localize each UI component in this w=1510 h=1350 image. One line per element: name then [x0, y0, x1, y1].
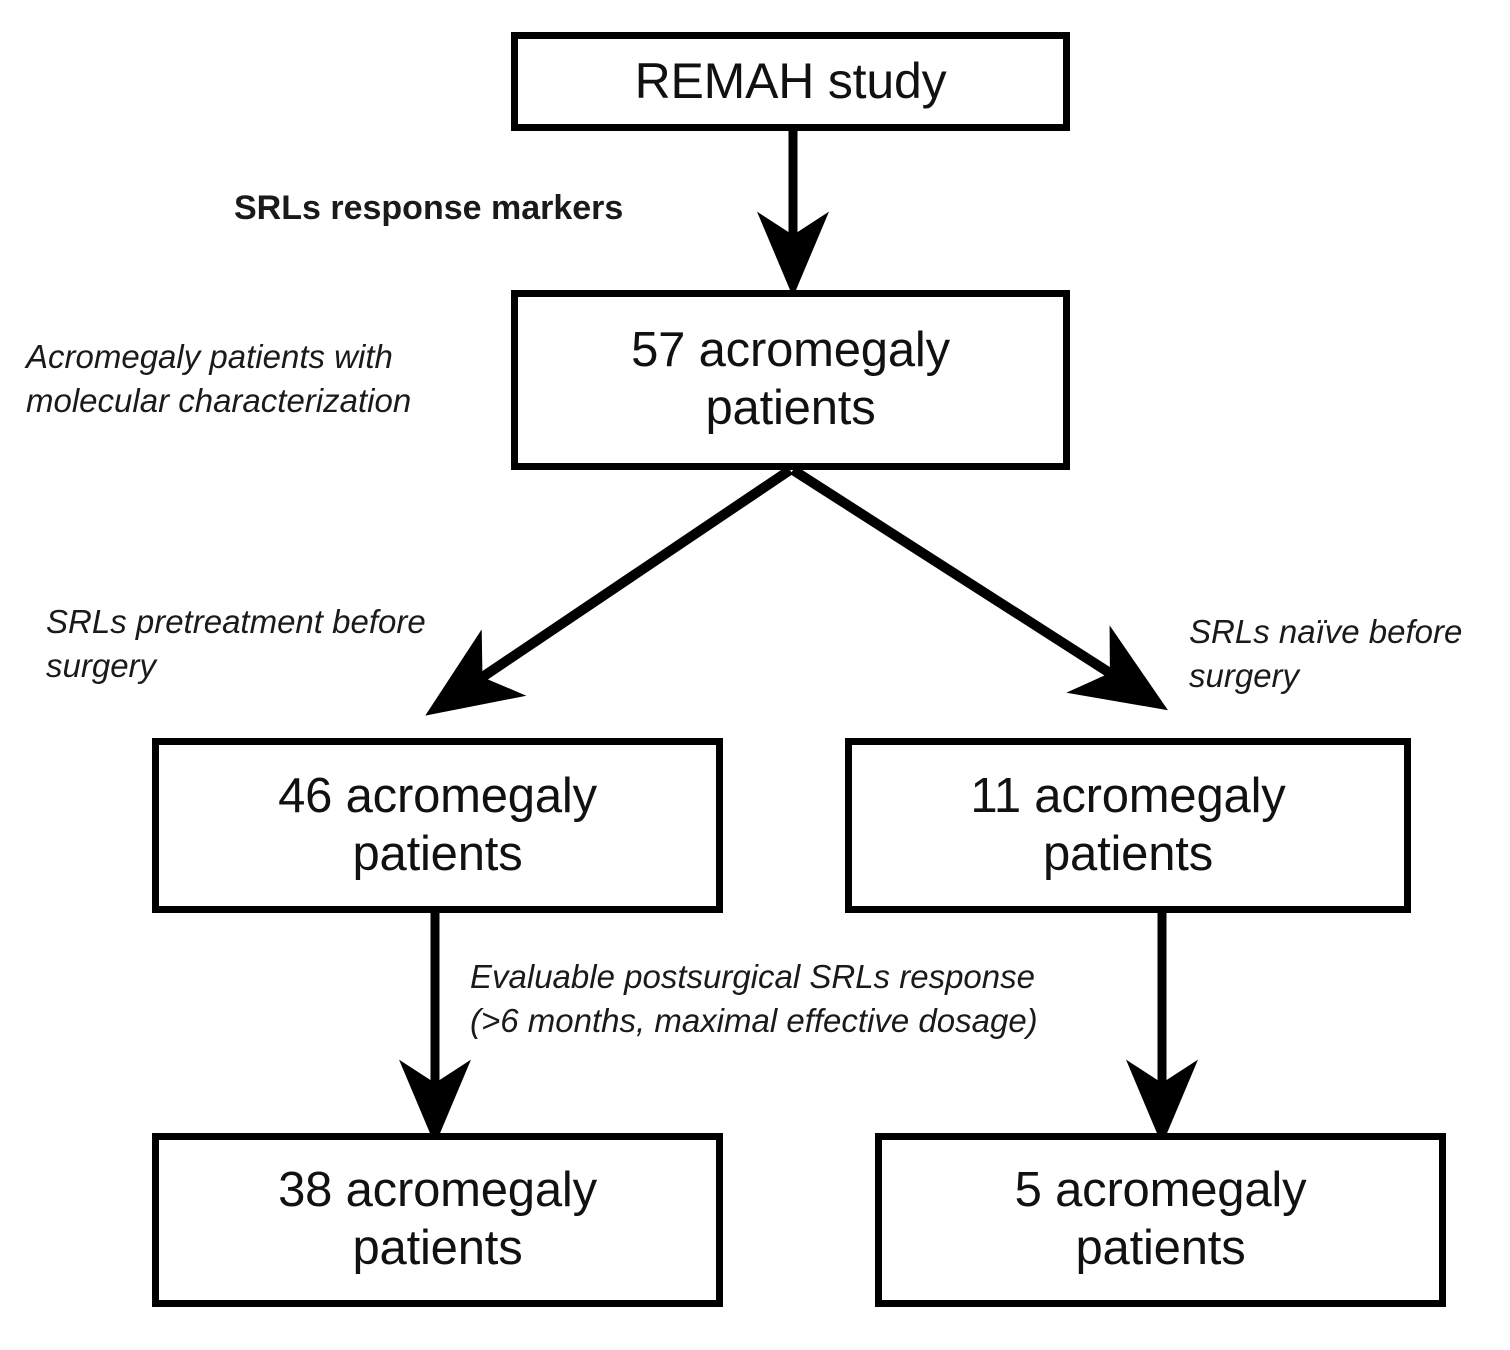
- annotation-srls-response-markers: SRLs response markers: [234, 189, 624, 227]
- node-cohort-5-label: 5 acromegaly patients: [1014, 1163, 1307, 1275]
- annotation-molecular-characterization: Acromegaly patients with molecular chara…: [26, 338, 412, 419]
- node-cohort-11-label: 11 acromegaly patients: [970, 768, 1286, 881]
- node-cohort-57[interactable]: 57 acromegaly patients: [511, 290, 1070, 470]
- node-cohort-11[interactable]: 11 acromegaly patients: [845, 738, 1411, 913]
- node-cohort-46[interactable]: 46 acromegaly patients: [152, 738, 723, 913]
- edge-57-to-11: [790, 465, 1168, 711]
- node-remah-study[interactable]: REMAH study: [511, 32, 1070, 131]
- node-remah-study-label: REMAH study: [634, 53, 947, 109]
- node-cohort-38[interactable]: 38 acromegaly patients: [152, 1133, 723, 1307]
- annotation-evaluable-response: Evaluable postsurgical SRLs response (>6…: [470, 958, 1038, 1039]
- node-cohort-46-label: 46 acromegaly patients: [278, 768, 597, 881]
- node-cohort-57-label: 57 acromegaly patients: [631, 323, 950, 435]
- annotation-srls-pretreatment: SRLs pretreatment before surgery: [46, 603, 426, 684]
- node-cohort-38-label: 38 acromegaly patients: [278, 1163, 597, 1275]
- annotation-srls-naive: SRLs naïve before surgery: [1189, 613, 1463, 694]
- edge-57-to-46: [425, 465, 793, 716]
- node-cohort-5[interactable]: 5 acromegaly patients: [875, 1133, 1446, 1307]
